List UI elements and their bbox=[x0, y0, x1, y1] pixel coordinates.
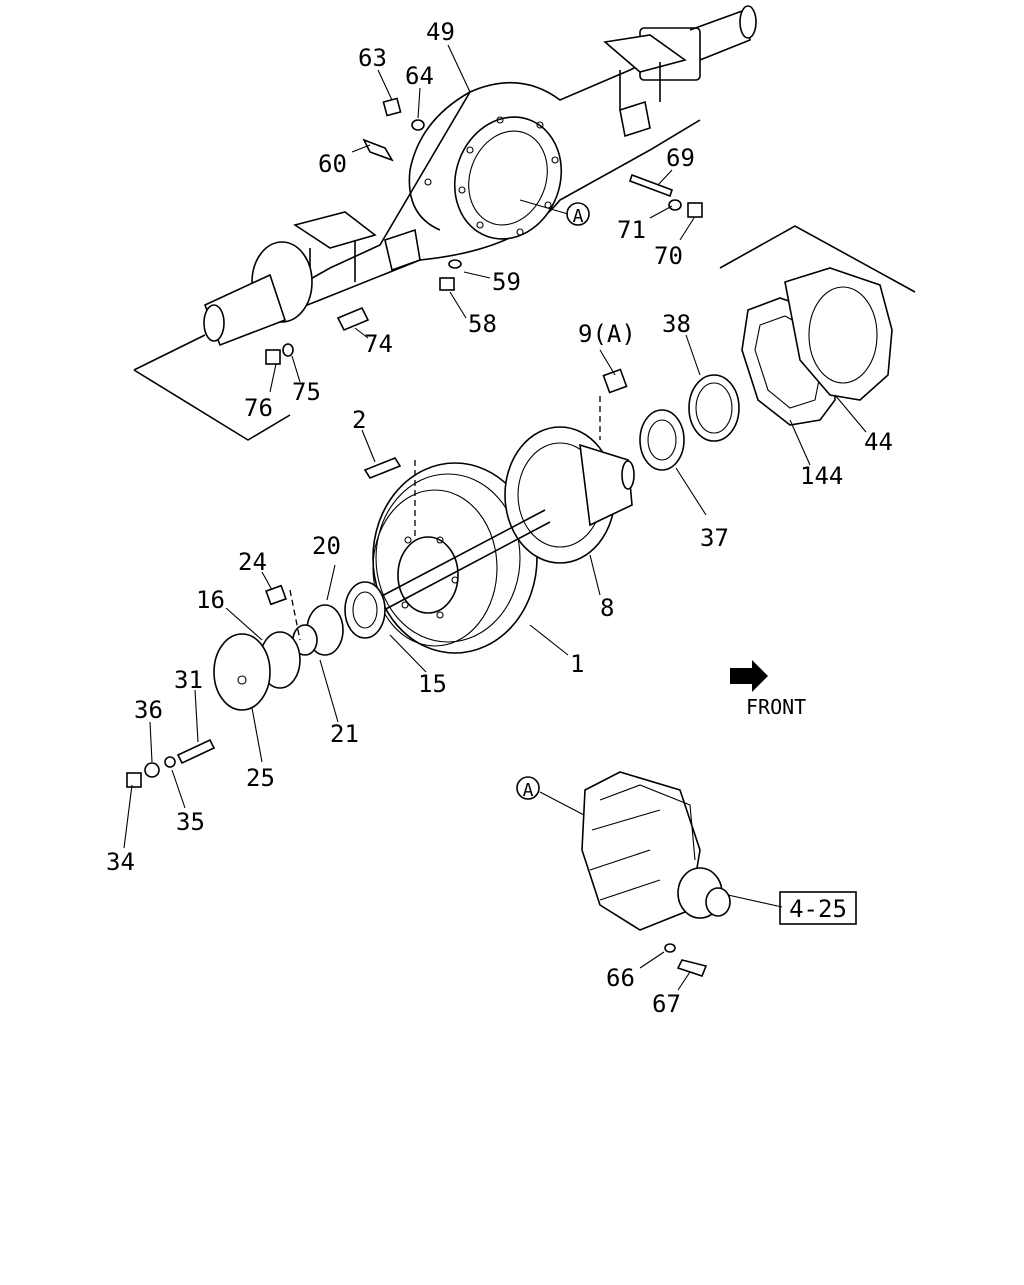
bearing-37 bbox=[639, 409, 685, 471]
callout-58: 58 bbox=[468, 310, 497, 338]
leader-lines bbox=[123, 44, 867, 991]
callout-21: 21 bbox=[330, 720, 359, 748]
cover-44 bbox=[784, 267, 893, 401]
callout-24: 24 bbox=[238, 548, 267, 576]
callout-64: 64 bbox=[405, 62, 434, 90]
callout-20: 20 bbox=[312, 532, 341, 560]
callout-71: 71 bbox=[617, 216, 646, 244]
front-label: FRONT bbox=[746, 695, 806, 719]
callout-15: 15 bbox=[418, 670, 447, 698]
ref-box-frame bbox=[779, 891, 857, 925]
callout-59: 59 bbox=[492, 268, 521, 296]
ref-a-upper: A bbox=[573, 206, 584, 227]
callout-75: 75 bbox=[292, 378, 321, 406]
ref-box-label: 4-25 bbox=[789, 895, 847, 923]
ref-a-circle bbox=[566, 202, 590, 226]
callout-70: 70 bbox=[654, 242, 683, 270]
housing-boundary bbox=[133, 225, 916, 441]
callouts: 49 63 64 60 69 71 70 59 58 74 76 75 2 9(… bbox=[106, 18, 893, 1018]
callout-67: 67 bbox=[652, 990, 681, 1018]
callout-74: 74 bbox=[364, 330, 393, 358]
callout-31: 31 bbox=[174, 666, 203, 694]
callout-144: 144 bbox=[800, 462, 843, 490]
callout-38: 38 bbox=[662, 310, 691, 338]
ref-a-circle bbox=[516, 776, 540, 800]
callout-66: 66 bbox=[606, 964, 635, 992]
axle-shaft bbox=[377, 509, 551, 611]
housing-fasteners bbox=[265, 97, 703, 365]
callout-60: 60 bbox=[318, 150, 347, 178]
callout-8: 8 bbox=[600, 594, 614, 622]
callout-9a: 9(A) bbox=[578, 320, 636, 348]
axle-housing bbox=[203, 5, 757, 347]
callout-69: 69 bbox=[666, 144, 695, 172]
callout-76: 76 bbox=[244, 394, 273, 422]
callout-25: 25 bbox=[246, 764, 275, 792]
callout-1: 1 bbox=[570, 650, 584, 678]
callout-2: 2 bbox=[352, 406, 366, 434]
callout-35: 35 bbox=[176, 808, 205, 836]
front-arrow-icon bbox=[730, 660, 768, 692]
differential-carrier bbox=[581, 771, 731, 977]
callout-49: 49 bbox=[426, 18, 455, 46]
callout-34: 34 bbox=[106, 848, 135, 876]
callout-63: 63 bbox=[358, 44, 387, 72]
ref-a-lower: A bbox=[523, 780, 534, 801]
oil-seal-38 bbox=[688, 374, 740, 442]
callout-44: 44 bbox=[864, 428, 893, 456]
callout-37: 37 bbox=[700, 524, 729, 552]
hub-cap-stack bbox=[126, 581, 386, 788]
hub-bolts bbox=[363, 368, 628, 540]
callout-36: 36 bbox=[134, 696, 163, 724]
callout-16: 16 bbox=[196, 586, 225, 614]
wheel-hub bbox=[504, 426, 635, 564]
